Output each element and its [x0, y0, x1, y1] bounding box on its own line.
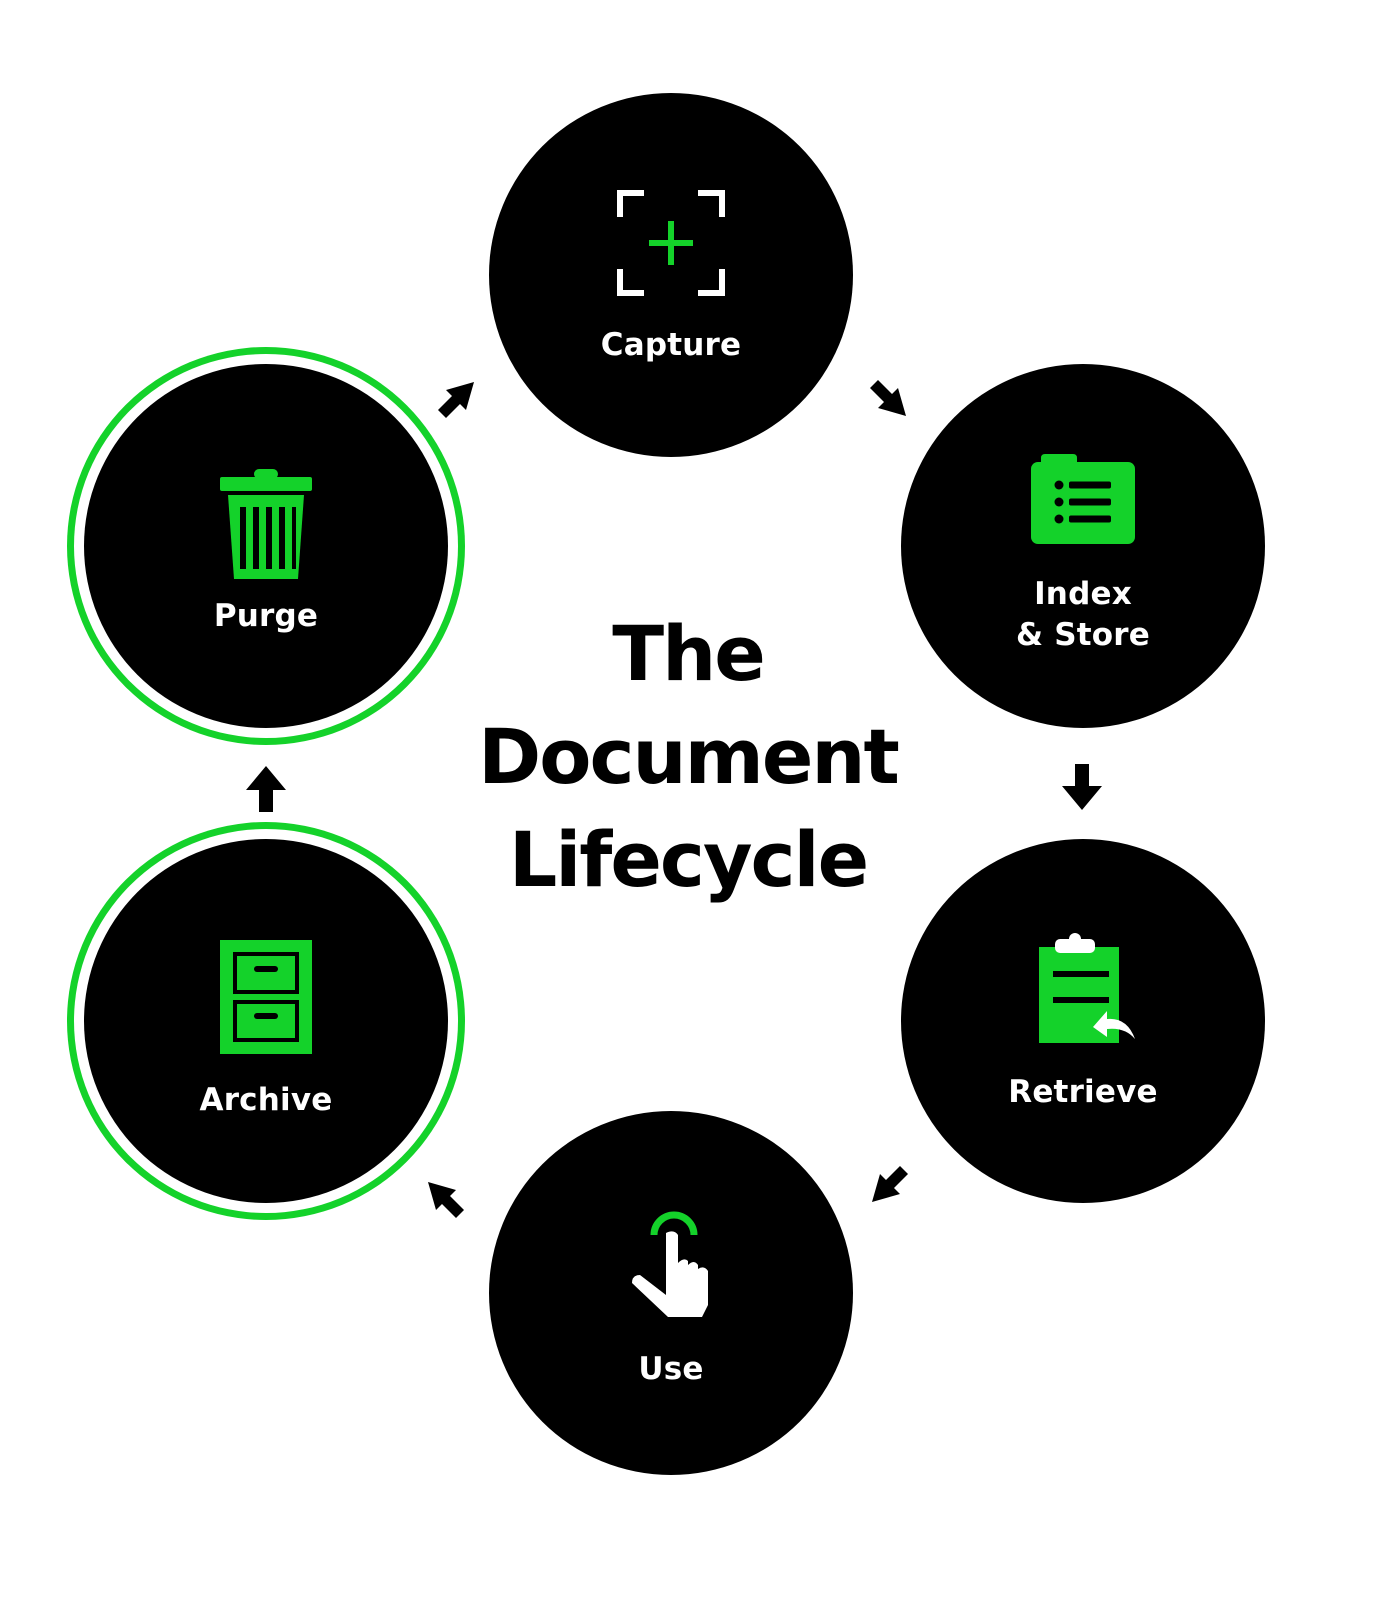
stage-label-capture: Capture — [600, 327, 742, 363]
diagram-title: The Document Lifecycle — [388, 602, 988, 911]
arrow-use-to-archive-icon — [428, 1182, 464, 1218]
arrow-retrieve-to-use-icon — [872, 1166, 908, 1202]
stage-label-retrieve: Retrieve — [1008, 1074, 1158, 1110]
clipboard-return-icon — [1039, 933, 1135, 1043]
capture-plus-icon — [617, 190, 725, 296]
stage-index-store: Index & Store — [901, 364, 1265, 728]
folder-list-icon — [1031, 454, 1135, 544]
stage-retrieve: Retrieve — [901, 839, 1265, 1203]
stage-label-purge: Purge — [213, 598, 319, 634]
arrow-capture-to-index-icon — [870, 380, 906, 416]
arrow-index-to-retrieve-icon — [1062, 764, 1102, 810]
filing-cabinet-icon — [220, 940, 312, 1054]
title-line-2: Document — [478, 712, 900, 801]
title-line-1: The — [612, 609, 766, 698]
stage-label-use: Use — [638, 1351, 704, 1387]
title-line-3: Lifecycle — [508, 815, 869, 904]
trash-icon — [220, 469, 312, 579]
stage-capture: Capture — [489, 93, 853, 457]
stage-use: Use — [489, 1111, 853, 1475]
arrow-purge-to-capture-icon — [438, 382, 474, 418]
hand-tap-icon — [632, 1211, 708, 1317]
stage-purge: Purge — [84, 364, 448, 728]
stage-label-index: Index — [1034, 576, 1132, 612]
arrow-archive-to-purge-icon — [246, 766, 286, 812]
stage-label-archive: Archive — [199, 1082, 333, 1118]
stage-archive: Archive — [84, 839, 448, 1203]
stage-label-store: & Store — [1016, 617, 1150, 653]
